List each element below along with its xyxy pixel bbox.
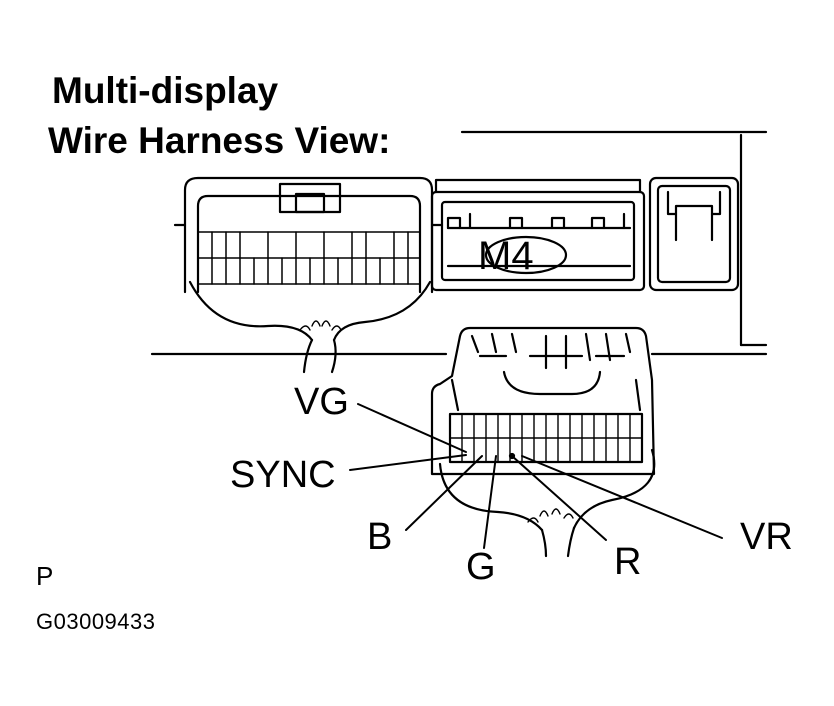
title-line-1: Multi-display [52,70,279,111]
figure-code: G03009433 [36,609,156,634]
leader-b [405,455,483,531]
pin-label-vg: VG [294,381,349,423]
leader-lines [349,403,723,549]
pin-label-b: B [367,516,393,558]
title-line-2: Wire Harness View: [48,120,391,161]
leader-vg [357,403,467,453]
connector-id-label: M4 [478,234,534,278]
corner-letter: P [36,561,54,591]
left-connector [173,176,444,374]
leader-g [483,455,497,549]
pin-label-r: R [614,541,642,583]
pin-label-g: G [466,546,496,588]
leader-sync [349,454,467,471]
m4-socket [430,178,646,292]
m4-oval [484,235,568,275]
lower-connector-pins [449,413,643,463]
leader-r [511,455,607,541]
left-connector-pins [197,231,421,285]
pin-label-sync: SYNC [230,454,336,496]
pin-label-vr: VR [740,516,793,558]
unit-panel-outline [150,130,768,356]
lower-connector [430,326,656,558]
leader-vr [521,455,723,539]
right-socket [648,176,740,292]
